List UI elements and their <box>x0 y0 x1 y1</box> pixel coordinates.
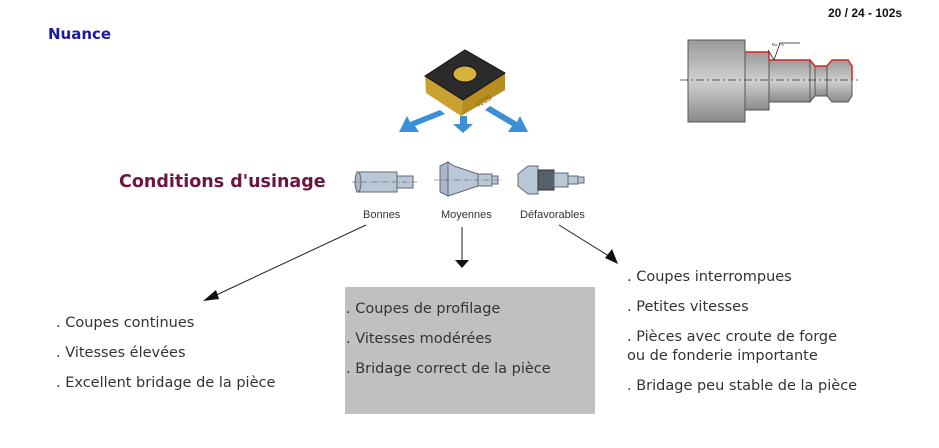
list-item: . Pièces avec croute de forge ou de fond… <box>627 322 857 371</box>
list-bonnes: . Coupes continues . Vitesses élevées . … <box>56 308 275 398</box>
arrow-moyennes-head <box>455 260 469 268</box>
list-item: . Excellent bridage de la pièce <box>56 375 276 391</box>
arrow-bonnes <box>211 224 367 298</box>
list-item: . Coupes interrompues <box>627 269 792 285</box>
list-item-line: . Pièces avec croute de forge <box>627 329 838 345</box>
forged-shaft-icon <box>517 165 585 195</box>
insert-side-right <box>461 73 505 116</box>
slide-counter: 20 / 24 - 102s <box>828 6 903 20</box>
svg-text:Ra 1.6: Ra 1.6 <box>772 42 784 47</box>
arrow-bonnes-head <box>203 290 219 301</box>
moyennes-box <box>345 287 595 414</box>
list-defavorables: . Coupes interrompues . Petites vitesses… <box>627 262 857 401</box>
insert-hole <box>452 65 478 83</box>
insert-side-left <box>425 76 463 116</box>
roughness-symbol <box>767 42 800 61</box>
condition-label-bonnes: Bonnes <box>363 209 401 221</box>
blue-arrow-center <box>453 116 473 133</box>
cutting-insert-icon: 4225 <box>399 49 528 133</box>
blue-arrow-right <box>485 106 528 132</box>
straight-shaft-icon <box>352 171 418 193</box>
blue-arrow-left <box>399 110 445 132</box>
list-item: . Vitesses élevées <box>56 345 186 361</box>
list-item: . Coupes de profilage <box>346 301 501 317</box>
list-item: . Coupes continues <box>56 315 195 331</box>
arrow-defavorables <box>558 224 613 259</box>
list-item: . Bridage peu stable de la pièce <box>627 378 858 394</box>
condition-label-defavorables: Défavorables <box>520 209 585 221</box>
arrow-defavorables-head <box>605 249 618 264</box>
profiled-shaft-icon <box>434 161 502 197</box>
red-profile-highlight <box>745 51 853 80</box>
list-item: . Bridage correct de la pièce <box>346 361 551 377</box>
list-item-line: ou de fonderie importante <box>627 348 818 364</box>
list-moyennes: . Coupes de profilage . Vitesses modérée… <box>346 294 551 384</box>
section-title: Conditions d'usinage <box>119 172 326 192</box>
list-item: . Petites vitesses <box>627 299 749 315</box>
page-title: Nuance <box>48 25 112 43</box>
turned-part-drawing-icon: Ra 1.6 <box>680 39 858 123</box>
condition-label-moyennes: Moyennes <box>441 209 492 221</box>
list-item: . Vitesses modérées <box>346 331 492 347</box>
